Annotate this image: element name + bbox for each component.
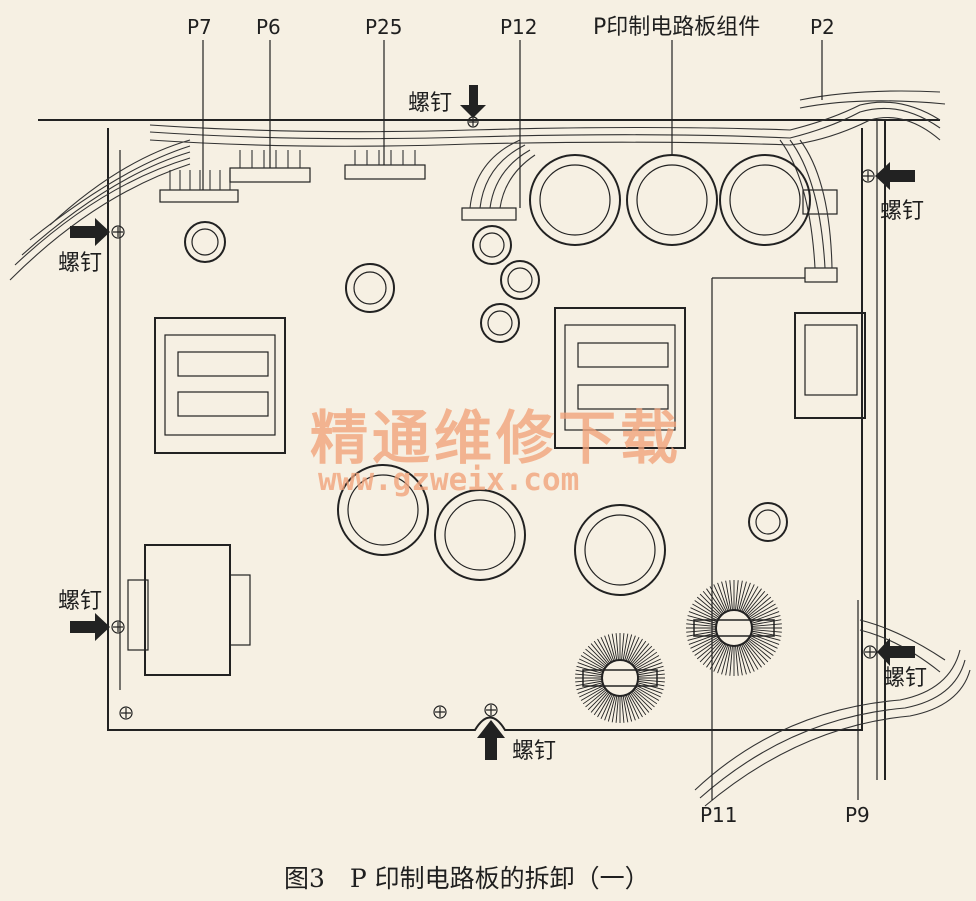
screw-hole [433,705,447,719]
toroid-choke [686,580,782,676]
small-capacitor [184,221,226,263]
connector-p2 [804,267,838,283]
pcb-board-outline [107,128,863,731]
connector-top-right [802,189,838,215]
label-p2: P2 [810,15,835,39]
screw-hole [861,169,875,183]
label-screw-left-top: 螺钉 [58,251,102,276]
arrow-left-right-top [875,162,915,190]
wire-harness-top [149,90,946,269]
label-screw-right-top: 螺钉 [880,199,924,224]
toroid-choke [575,633,665,723]
small-capacitor [500,260,540,300]
transformer-bottom-left [127,544,251,676]
connector-p25 [344,150,426,180]
capacitor [434,489,526,581]
callout-lines [202,40,859,800]
label-screw-right-bottom: 螺钉 [883,666,927,691]
label-p25: P25 [365,15,403,39]
screw-hole [467,116,479,128]
small-capacitor [472,225,512,265]
arrow-down-top [460,85,486,118]
screw-hole [863,645,877,659]
screw-hole [119,706,133,720]
wire-harness-right-bottom [694,619,971,807]
capacitor [529,154,621,246]
label-screw-left-bottom: 螺钉 [58,589,102,614]
relay-right [794,312,866,419]
connector-p7 [159,170,239,203]
transformer-right [554,307,686,449]
small-capacitor [748,502,788,542]
small-capacitor [480,303,520,343]
label-p12: P12 [500,15,538,39]
connector-p12 [461,139,536,221]
arrow-right-left-bottom [70,613,110,641]
label-p11: P11 [700,803,738,827]
screw-hole [111,225,125,239]
label-screw-top: 螺钉 [408,91,452,116]
label-p9: P9 [845,803,870,827]
label-p7: P7 [187,15,212,39]
arrow-right-left-top [70,218,110,246]
label-p6: P6 [256,15,281,39]
arrow-up-bottom [477,720,505,760]
wire-harness-left [9,139,191,281]
label-p-board: P印制电路板组件 [593,15,760,40]
transformer-left [154,317,286,454]
capacitor [626,154,718,246]
screw-hole [111,620,125,634]
watermark-url: www.gzweix.com [318,462,579,498]
capacitor [574,504,666,596]
watermark-text: 精通维修下载 [310,404,682,472]
screw-hole [484,703,498,717]
figure-caption: 图3 P 印制电路板的拆卸（一） [284,864,650,893]
small-capacitor [345,263,395,313]
capacitor [719,154,811,246]
arrow-left-right-bottom [877,638,915,666]
capacitor [337,464,429,556]
label-screw-bottom: 螺钉 [512,739,556,764]
